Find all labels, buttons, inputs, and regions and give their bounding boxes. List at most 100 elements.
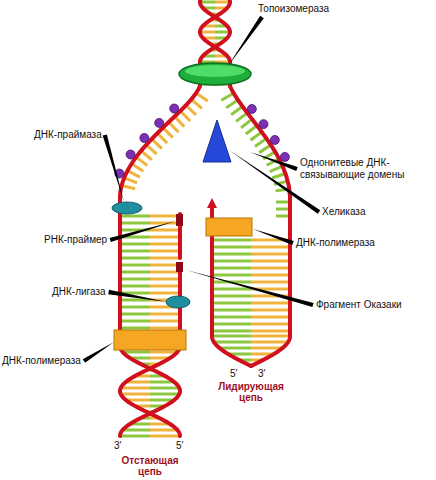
leader-pointer	[108, 290, 167, 302]
base	[251, 260, 290, 263]
rna-primer	[176, 262, 183, 272]
base	[120, 278, 150, 281]
base	[150, 313, 180, 316]
base	[120, 285, 150, 288]
base	[120, 313, 150, 316]
base	[215, 1, 230, 4]
ssb-domain	[259, 120, 268, 129]
base	[150, 271, 180, 274]
ligase	[166, 296, 190, 308]
base	[186, 105, 196, 115]
base	[150, 243, 180, 246]
primase	[112, 202, 142, 214]
base	[212, 246, 251, 249]
ssb-domains	[115, 104, 289, 178]
dna-strand	[230, 86, 290, 196]
dna-strand	[288, 196, 292, 336]
base	[123, 351, 150, 354]
base	[124, 178, 137, 183]
base	[146, 145, 156, 154]
leader-pointer	[186, 270, 314, 307]
base	[120, 327, 150, 330]
base	[121, 393, 150, 396]
base	[150, 264, 180, 267]
base	[120, 271, 150, 274]
base	[150, 250, 180, 253]
ssb-domain	[155, 118, 164, 127]
base	[212, 288, 251, 291]
base	[120, 264, 150, 267]
base	[212, 335, 251, 338]
end-label: 3′	[258, 368, 265, 380]
base	[136, 157, 147, 165]
base	[120, 222, 150, 225]
base	[251, 335, 290, 338]
end-label: 5′	[176, 440, 183, 452]
dna-strands	[120, 0, 290, 436]
base	[132, 164, 144, 172]
base	[169, 122, 179, 132]
dna-strand	[200, 0, 230, 62]
base	[251, 246, 290, 249]
base	[150, 236, 180, 239]
base	[246, 126, 257, 134]
base	[276, 215, 290, 218]
polymerase	[114, 330, 186, 350]
base	[120, 243, 150, 246]
base	[212, 323, 251, 326]
ssb-domain	[126, 150, 135, 159]
strand-name: Лидирующая цепь	[211, 381, 291, 403]
base	[272, 173, 285, 178]
part-label: ДНК-праймаза	[34, 129, 102, 141]
leader-pointer	[228, 16, 264, 66]
base	[212, 239, 251, 242]
base	[175, 117, 185, 127]
leading-arrow	[207, 198, 217, 208]
topoisomerase-highlight	[185, 65, 245, 77]
part-label: ДНК-полимераза	[296, 237, 375, 249]
part-label: ДНК-полимераза	[2, 355, 81, 367]
base	[276, 208, 290, 211]
base	[157, 133, 167, 143]
base	[236, 113, 247, 122]
dna-strand	[120, 86, 200, 196]
base	[121, 387, 150, 390]
ssb-domain	[170, 104, 179, 113]
base	[241, 119, 252, 128]
base	[212, 274, 251, 277]
base	[212, 302, 251, 305]
base	[150, 393, 179, 396]
base	[150, 320, 180, 323]
base	[122, 185, 136, 188]
base	[251, 302, 290, 305]
base	[120, 250, 150, 253]
base	[150, 215, 180, 218]
base	[196, 93, 207, 101]
leader-pointer	[103, 134, 124, 202]
part-label: Фрагмент Оказаки	[316, 299, 402, 311]
base	[259, 145, 271, 153]
base	[226, 100, 238, 108]
base	[212, 267, 251, 270]
base	[231, 106, 242, 114]
part-label: Однонитевые ДНК-связывающие домены	[300, 157, 428, 181]
helicase	[203, 120, 231, 162]
ssb-domain	[280, 152, 289, 161]
part-label: РНК-праймер	[44, 234, 107, 246]
leader-pointer	[250, 152, 298, 171]
base	[123, 429, 150, 432]
ssb-domain	[270, 135, 279, 144]
base	[120, 320, 150, 323]
base	[212, 260, 251, 263]
base	[120, 306, 150, 309]
part-label: Хеликаза	[322, 206, 366, 218]
base	[251, 316, 290, 319]
end-label: 5′	[230, 368, 237, 380]
base	[251, 330, 290, 333]
topoisomerase-ring	[179, 63, 251, 85]
base	[180, 111, 190, 121]
base	[251, 309, 290, 312]
base	[270, 166, 283, 172]
base	[150, 435, 180, 438]
base	[150, 351, 177, 354]
